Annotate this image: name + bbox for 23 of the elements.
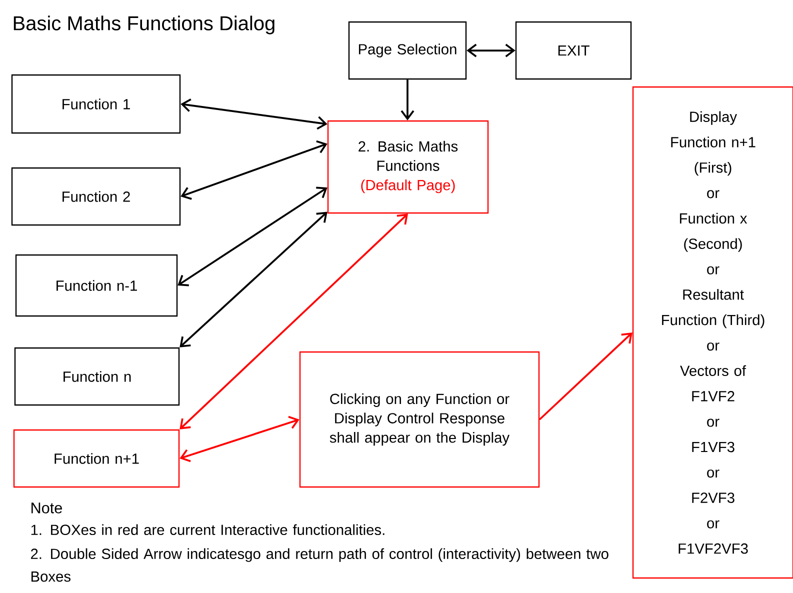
arrow	[466, 44, 516, 58]
process-box: Function n-1	[15, 254, 178, 317]
arrow	[178, 186, 328, 286]
note-text: 2. Double Sided Arrow indicatesgo and return path of control (interactivity) between two Boxes	[31, 548, 608, 582]
arrow	[180, 214, 408, 430]
page-box: 2. Basic Maths Functions (Default Page)	[327, 120, 489, 214]
arrow	[538, 332, 632, 420]
note-heading: Note	[32, 502, 62, 514]
process-box: Page Selection	[348, 21, 467, 80]
process-box: Function 2	[11, 167, 181, 226]
display-box: Display Function n+1 (First) or Function x (Second) or Resultant Function (Third) or Vectors of F1VF2 or F1VF3 or F2VF3 or F1VF2VF3	[632, 86, 793, 579]
title: Basic Maths Functions Dialog	[14, 16, 274, 34]
arrow	[180, 212, 328, 348]
note-text: 1. BOXes in red are current Interactive functionalities.	[31, 524, 384, 536]
process-box: Function 1	[11, 74, 181, 134]
arrow	[180, 416, 300, 462]
arrow	[180, 98, 328, 130]
arrow	[180, 140, 328, 200]
note-box: Clicking on any Function or Display Control Response shall appear on the Display	[299, 351, 540, 488]
arrow	[400, 80, 414, 120]
process-box: Function n	[14, 347, 180, 406]
process-box: EXIT	[515, 21, 632, 80]
process-box: Function n+1	[13, 429, 180, 488]
